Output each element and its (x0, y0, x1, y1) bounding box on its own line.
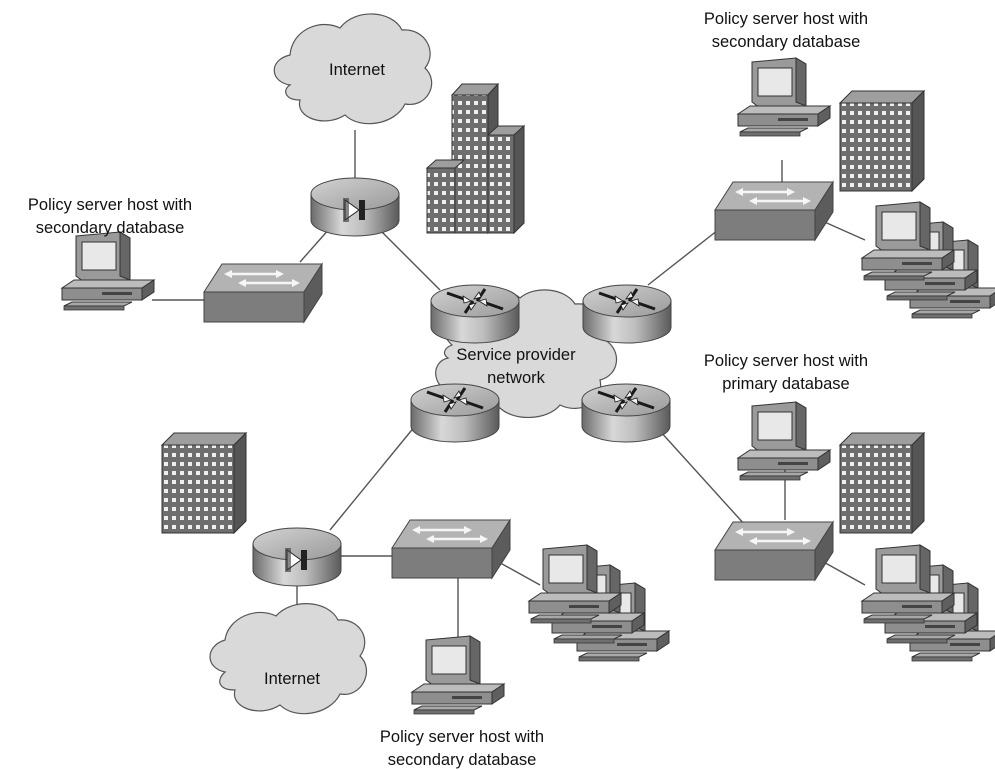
internet-label-bottom: Internet (264, 670, 320, 688)
label-line: secondary database (712, 33, 861, 51)
label-line: Policy server host with (28, 196, 192, 214)
workstation-group-icon (861, 544, 995, 662)
internet-cloud-top: Internet (273, 13, 433, 125)
cloud-icon (209, 603, 367, 715)
firewall-router-icon (252, 527, 342, 587)
router-icon (409, 382, 501, 444)
service-provider-label-1: Service provider (456, 346, 576, 364)
switch-icon (713, 180, 835, 242)
label-line: primary database (722, 375, 849, 393)
connection-lines (152, 130, 866, 640)
building-icon (839, 90, 925, 192)
switch-icon (390, 518, 512, 580)
building-icon (425, 82, 526, 235)
top-right-host-label: Policy server host with secondary databa… (704, 10, 868, 51)
internet-label-top: Internet (329, 61, 385, 79)
internet-cloud-bottom: Internet (209, 603, 367, 715)
workstation-icon (737, 57, 831, 137)
workstation-group-icon (861, 201, 995, 319)
workstation-icon (61, 231, 155, 311)
workstation-icon (737, 401, 831, 481)
left-host-label: Policy server host with secondary databa… (28, 196, 192, 237)
label-line: secondary database (36, 219, 185, 237)
workstation-group-icon (528, 544, 670, 662)
service-provider-label-2: network (487, 369, 546, 387)
router-icon (580, 382, 672, 444)
label-line: Policy server host with (704, 352, 868, 370)
label-line: secondary database (388, 751, 537, 769)
mid-right-host-label: Policy server host with primary database (704, 352, 868, 393)
bottom-host-label: Policy server host with secondary databa… (380, 728, 544, 769)
label-line: Policy server host with (380, 728, 544, 746)
cloud-icon (273, 13, 433, 125)
building-icon (839, 432, 925, 534)
switch-icon (713, 520, 835, 582)
firewall-router-icon (310, 177, 400, 237)
workstation-icon (411, 635, 505, 715)
label-line: Policy server host with (704, 10, 868, 28)
building-icon (161, 432, 247, 534)
router-icon (429, 283, 521, 345)
router-icon (581, 283, 673, 345)
switch-icon (202, 262, 324, 324)
